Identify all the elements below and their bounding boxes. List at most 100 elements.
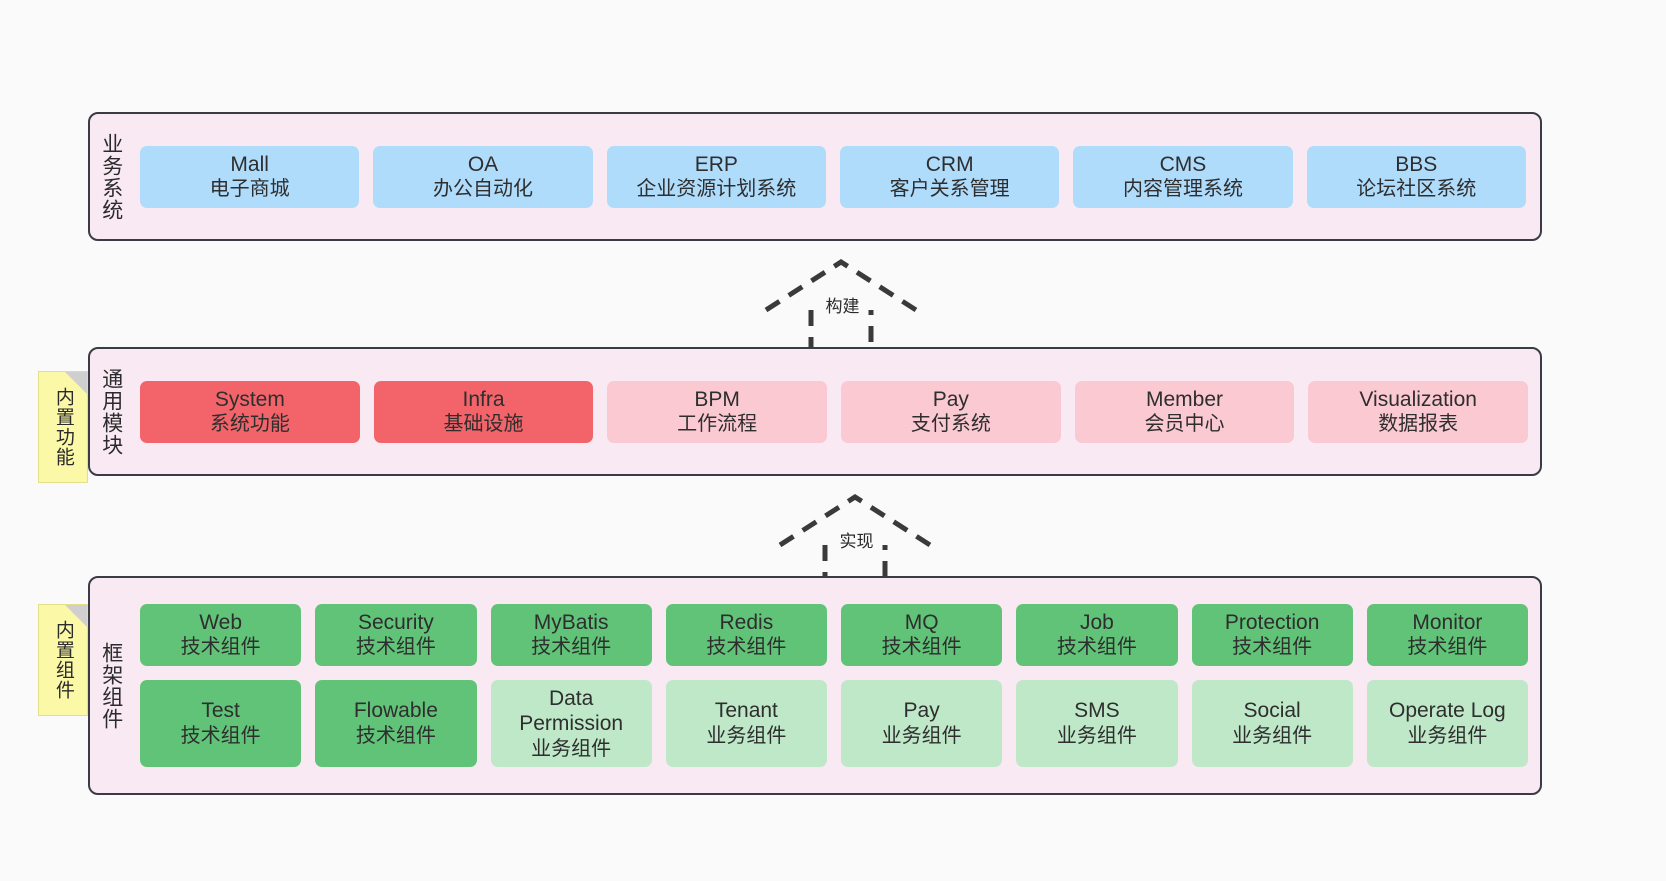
layer-framework-row-tech: Web 技术组件 Security 技术组件 MyBatis 技术组件 Redi…	[140, 603, 1528, 666]
node-operate-log-desc: 业务组件	[1407, 725, 1488, 748]
arrow-implement-label: 实现	[839, 532, 874, 551]
node-bbs-name: BBS	[1395, 152, 1438, 176]
node-pay-module-desc: 支付系统	[910, 413, 991, 436]
node-bpm[interactable]: BPM 工作流程	[607, 380, 828, 443]
layer-framework-component[interactable]: 框架组件 Web 技术组件 Security 技术组件 MyBatis 技术组件…	[88, 576, 1542, 795]
node-redis[interactable]: Redis 技术组件	[665, 603, 827, 666]
node-oa-name: OA	[467, 152, 499, 176]
node-member-name: Member	[1146, 387, 1224, 411]
node-job[interactable]: Job 技术组件	[1016, 603, 1178, 666]
node-oa-desc: 办公自动化	[432, 178, 533, 201]
node-flowable-name: Flowable	[353, 699, 438, 723]
node-member-desc: 会员中心	[1144, 413, 1225, 436]
node-bbs[interactable]: BBS 论坛社区系统	[1306, 145, 1526, 208]
node-mybatis-desc: 技术组件	[531, 636, 612, 659]
node-sms[interactable]: SMS 业务组件	[1016, 679, 1178, 768]
layer-business-system[interactable]: 业务系统 Mall 电子商城 OA 办公自动化 ERP 企业资源计划系统 CRM…	[88, 112, 1542, 241]
node-visualization[interactable]: Visualization 数据报表	[1308, 380, 1529, 443]
node-tenant[interactable]: Tenant 业务组件	[665, 679, 827, 768]
node-erp-desc: 企业资源计划系统	[636, 178, 797, 201]
node-pay-component[interactable]: Pay 业务组件	[841, 679, 1003, 768]
node-operate-log-name: Operate Log	[1388, 699, 1506, 723]
node-data-permission[interactable]: Data Permission 业务组件	[490, 679, 652, 768]
node-crm[interactable]: CRM 客户关系管理	[839, 145, 1060, 208]
layer-business-system-body: Mall 电子商城 OA 办公自动化 ERP 企业资源计划系统 CRM 客户关系…	[132, 114, 1540, 239]
node-bbs-desc: 论坛社区系统	[1356, 178, 1477, 201]
node-test[interactable]: Test 技术组件	[140, 679, 302, 768]
note-builtin-features-label: 内置功能	[52, 387, 74, 467]
arrow-build-label: 构建	[825, 297, 860, 316]
node-tenant-name: Tenant	[714, 699, 778, 723]
node-system-desc: 系统功能	[209, 413, 290, 436]
node-protection-name: Protection	[1224, 610, 1320, 634]
node-monitor-desc: 技术组件	[1407, 636, 1488, 659]
node-infra[interactable]: Infra 基础设施	[373, 380, 594, 443]
node-pay-component-desc: 业务组件	[881, 725, 962, 748]
node-sms-name: SMS	[1074, 699, 1120, 723]
node-redis-name: Redis	[719, 610, 774, 634]
node-pay-module-name: Pay	[932, 387, 969, 411]
node-member[interactable]: Member 会员中心	[1074, 380, 1295, 443]
node-monitor-name: Monitor	[1412, 610, 1483, 634]
note-fold-corner-icon	[65, 605, 87, 627]
node-tenant-desc: 业务组件	[706, 725, 787, 748]
node-monitor[interactable]: Monitor 技术组件	[1366, 603, 1528, 666]
node-crm-desc: 客户关系管理	[889, 178, 1010, 201]
node-protection-desc: 技术组件	[1232, 636, 1313, 659]
node-test-name: Test	[201, 699, 240, 723]
node-pay-component-name: Pay	[903, 699, 940, 723]
node-pay-module[interactable]: Pay 支付系统	[841, 380, 1061, 443]
layer-framework-component-body: Web 技术组件 Security 技术组件 MyBatis 技术组件 Redi…	[132, 578, 1540, 793]
node-mq-desc: 技术组件	[881, 636, 962, 659]
node-mall-name: Mall	[230, 152, 269, 176]
note-builtin-components[interactable]: 内置组件	[38, 604, 88, 716]
node-oa[interactable]: OA 办公自动化	[373, 145, 593, 208]
node-mall[interactable]: Mall 电子商城	[140, 145, 360, 208]
node-redis-desc: 技术组件	[706, 636, 787, 659]
node-security-name: Security	[357, 610, 434, 634]
layer-common-module-title: 通用模块	[99, 367, 123, 456]
node-security[interactable]: Security 技术组件	[315, 603, 477, 666]
node-visualization-desc: 数据报表	[1378, 413, 1459, 436]
node-social-name: Social	[1243, 699, 1301, 723]
layer-common-module-body: System 系统功能 Infra 基础设施 BPM 工作流程 Pay 支付系统…	[132, 349, 1540, 474]
node-job-name: Job	[1079, 610, 1114, 634]
layer-framework-row-biz: Test 技术组件 Flowable 技术组件 Data Permission …	[140, 679, 1528, 768]
node-visualization-name: Visualization	[1359, 387, 1477, 411]
note-fold-corner-icon	[65, 372, 87, 394]
node-data-permission-name: Data Permission	[519, 686, 624, 736]
layer-common-module[interactable]: 通用模块 System 系统功能 Infra 基础设施 BPM 工作流程 Pay…	[88, 347, 1542, 476]
node-web-name: Web	[199, 610, 243, 634]
node-mybatis[interactable]: MyBatis 技术组件	[490, 603, 652, 666]
node-cms[interactable]: CMS 内容管理系统	[1073, 145, 1293, 208]
node-security-desc: 技术组件	[355, 636, 436, 659]
node-mq[interactable]: MQ 技术组件	[841, 603, 1003, 666]
node-job-desc: 技术组件	[1056, 636, 1137, 659]
node-flowable-desc: 技术组件	[355, 725, 436, 748]
node-system[interactable]: System 系统功能	[140, 380, 360, 443]
layer-framework-component-title: 框架组件	[99, 641, 123, 730]
arrow-build: 构建	[756, 258, 926, 354]
node-mall-desc: 电子商城	[209, 178, 290, 201]
node-social[interactable]: Social 业务组件	[1191, 679, 1353, 768]
node-erp[interactable]: ERP 企业资源计划系统	[606, 145, 826, 208]
node-cms-name: CMS	[1159, 152, 1207, 176]
note-builtin-features[interactable]: 内置功能	[38, 371, 88, 483]
note-builtin-components-label: 内置组件	[52, 620, 74, 700]
node-cms-desc: 内容管理系统	[1122, 178, 1243, 201]
layer-business-system-title: 业务系统	[99, 132, 123, 221]
node-web-desc: 技术组件	[180, 636, 261, 659]
arrow-implement: 实现	[770, 493, 940, 589]
node-social-desc: 业务组件	[1232, 725, 1313, 748]
node-web[interactable]: Web 技术组件	[140, 603, 302, 666]
node-test-desc: 技术组件	[180, 725, 261, 748]
node-operate-log[interactable]: Operate Log 业务组件	[1366, 679, 1528, 768]
node-protection[interactable]: Protection 技术组件	[1191, 603, 1353, 666]
node-bpm-name: BPM	[694, 387, 740, 411]
layer-common-module-row: System 系统功能 Infra 基础设施 BPM 工作流程 Pay 支付系统…	[140, 380, 1529, 443]
node-flowable[interactable]: Flowable 技术组件	[315, 679, 477, 768]
node-sms-desc: 业务组件	[1056, 725, 1137, 748]
node-mybatis-name: MyBatis	[533, 610, 609, 634]
node-crm-name: CRM	[925, 152, 974, 176]
